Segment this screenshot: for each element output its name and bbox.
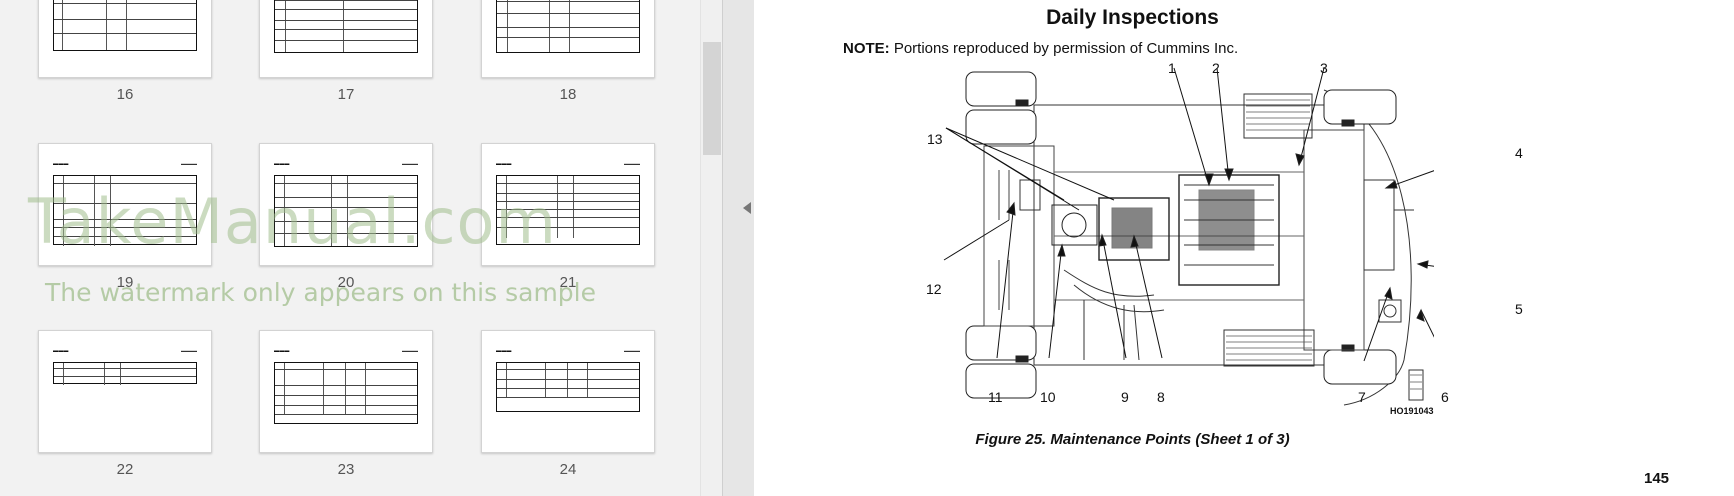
scrollbar-thumb[interactable] (703, 42, 721, 155)
page-thumbnail[interactable]: ▬▬▬ ▬▬▬▬ (481, 330, 655, 453)
brand-logo: ▬▬▬ (53, 348, 69, 354)
figure-caption: Figure 25. Maintenance Points (Sheet 1 o… (975, 431, 1290, 448)
page-title: Daily Inspections (1046, 6, 1219, 29)
page-thumbnail-label: 23 (337, 461, 355, 478)
callout-4: 4 (1515, 145, 1523, 161)
page-thumbnail[interactable] (259, 0, 433, 78)
brand-logo: ▬▬▬ (496, 161, 512, 167)
page-thumbnail[interactable]: ▬▬▬ ▬▬▬▬ (38, 143, 212, 266)
page-thumbnail-label: 22 (116, 461, 134, 478)
brand-logo: ▬▬▬ (496, 348, 512, 354)
page-thumbnail-label: 19 (116, 274, 134, 291)
page-thumbnail[interactable]: ▬▬▬ ▬▬▬▬ (259, 143, 433, 266)
page-number: 145 (1644, 470, 1670, 487)
pane-divider[interactable] (722, 0, 754, 496)
page-thumbnail-label: 24 (559, 461, 577, 478)
page-thumbnail-label: 17 (337, 86, 355, 103)
page-thumbnail-label: 20 (337, 274, 355, 291)
page-thumbnail-label: 21 (559, 274, 577, 291)
page-thumbnail-label: 16 (116, 86, 134, 103)
note-label: NOTE: (843, 40, 890, 57)
callout-6: 6 (1441, 389, 1449, 405)
page-thumbnail[interactable]: ▬▬▬ ▬▬▬▬ (481, 143, 655, 266)
callout-5: 5 (1515, 301, 1523, 317)
note-text: Portions reproduced by permission of Cum… (889, 40, 1239, 57)
figure-code: HO191043 (1390, 406, 1434, 416)
collapse-left-icon[interactable] (741, 201, 753, 215)
page-note: NOTE: Portions reproduced by permission … (843, 40, 1238, 57)
brand-logo: ▬▬▬ (53, 161, 69, 167)
brand-logo: ▬▬▬ (274, 161, 290, 167)
maintenance-points-figure (943, 67, 1434, 406)
page-thumbnail[interactable] (481, 0, 655, 78)
document-page: Daily Inspections NOTE: Portions reprodu… (754, 0, 1734, 496)
thumbnail-scrollbar[interactable] (700, 0, 722, 496)
brand-logo: ▬▬▬ (274, 348, 290, 354)
page-thumbnail[interactable]: ▬▬▬ ▬▬▬▬ (38, 330, 212, 453)
page-thumbnail[interactable]: ▬▬▬ ▬▬▬▬ (259, 330, 433, 453)
page-thumbnail[interactable] (38, 0, 212, 78)
thumbnail-pane[interactable]: 16 17 18 ▬▬▬ ▬▬▬▬ (0, 0, 700, 496)
page-thumbnail-label: 18 (559, 86, 577, 103)
